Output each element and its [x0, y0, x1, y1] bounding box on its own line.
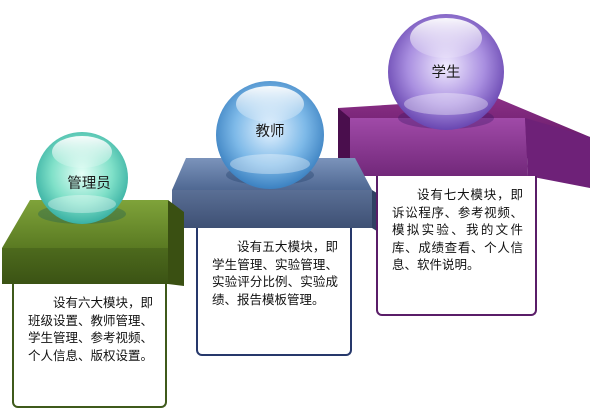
- admin-role-label: 管理员: [67, 175, 111, 192]
- teacher-description-card: 设有五大模块，即学生管理、实验管理、实验评分比例、实验成绩、报告模板管理。: [196, 228, 352, 356]
- student-sphere: 学生: [388, 14, 504, 130]
- admin-description: 设有六大模块，即班级设置、教师管理、学生管理、参考视频、个人信息、版权设置。: [28, 295, 154, 363]
- student-step: [338, 98, 590, 188]
- admin-step: [2, 200, 184, 286]
- student-description-card: 设有七大模块，即诉讼程序、参考视频、模拟实验、我的文件库、成绩查看、个人信息、软…: [376, 176, 537, 316]
- teacher-description: 设有五大模块，即学生管理、实验管理、实验评分比例、实验成绩、报告模板管理。: [212, 239, 338, 307]
- student-role-label: 学生: [432, 64, 461, 81]
- student-description: 设有七大模块，即诉讼程序、参考视频、模拟实验、我的文件库、成绩查看、个人信息、软…: [392, 187, 523, 272]
- admin-sphere: 管理员: [36, 132, 128, 224]
- admin-description-card: 设有六大模块，即班级设置、教师管理、学生管理、参考视频、个人信息、版权设置。: [12, 284, 167, 408]
- teacher-role-label: 教师: [256, 123, 285, 140]
- teacher-sphere: 教师: [216, 81, 324, 189]
